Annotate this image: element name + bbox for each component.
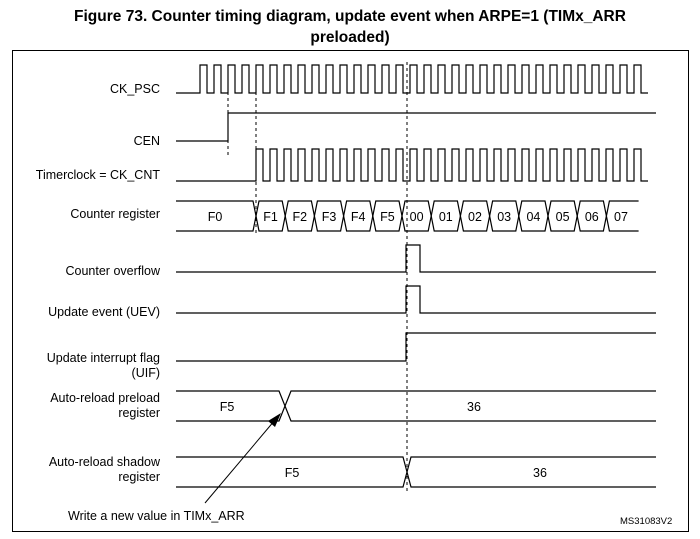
counter-value: 07 (614, 210, 628, 224)
counter-cell (401, 200, 432, 232)
shadow-value-old: F5 (285, 466, 300, 480)
document-reference: MS31083V2 (620, 516, 673, 527)
counter-cell (372, 200, 403, 232)
label-uif-line2: (UIF) (131, 366, 160, 380)
counter-cell (342, 200, 374, 232)
label-arr-shadow-line1: Auto-reload shadow (48, 455, 160, 469)
counter-cell (518, 200, 549, 232)
counter-cell (488, 200, 520, 232)
label-cen: CEN (133, 134, 160, 148)
label-arr-shadow: Auto-reload shadow register (14, 455, 160, 485)
shadow-value-new: 36 (533, 466, 547, 480)
counter-value: 01 (439, 210, 453, 224)
counter-value: F0 (208, 210, 223, 224)
label-uif: Update interrupt flag (UIF) (14, 351, 160, 381)
counter-cell (576, 200, 608, 232)
uif-waveform (176, 332, 656, 362)
diagram-frame (12, 50, 689, 532)
counter-value: F1 (263, 210, 278, 224)
label-counter-register: Counter register (70, 207, 160, 221)
label-arr-preload: Auto-reload preload register (14, 391, 160, 421)
cen-waveform (176, 112, 656, 142)
counter-value: F4 (351, 210, 366, 224)
write-annotation-arrow (204, 413, 281, 504)
counter-value: 04 (526, 210, 540, 224)
counter-value: 02 (468, 210, 482, 224)
label-arr-preload-line1: Auto-reload preload (50, 391, 160, 405)
figure-title-line2: preloaded) (310, 29, 390, 46)
counter-value: 05 (556, 210, 570, 224)
uev-waveform (176, 285, 656, 314)
counter-cell (313, 200, 345, 232)
counter-cell (605, 200, 639, 232)
arr-preload-bus (176, 390, 656, 422)
figure-title: Figure 73. Counter timing diagram, updat… (0, 6, 700, 48)
counter-cell (459, 200, 491, 232)
timerclock-waveform (176, 148, 648, 182)
counter-value: F3 (322, 210, 337, 224)
label-uev: Update event (UEV) (48, 305, 160, 319)
write-annotation: Write a new value in TIMx_ARR (68, 509, 245, 523)
label-timerclock: Timerclock = CK_CNT (35, 168, 160, 182)
label-counter-overflow: Counter overflow (65, 264, 161, 278)
preload-value-new: 36 (467, 400, 481, 414)
counter-register-bus (176, 200, 639, 232)
counter-cell (284, 200, 316, 232)
counter-value: F2 (293, 210, 308, 224)
counter-value: 06 (585, 210, 599, 224)
label-ck-psc: CK_PSC (109, 82, 160, 96)
label-uif-line1: Update interrupt flag (46, 351, 160, 365)
counter-cell (255, 200, 286, 232)
counter-register-values: F0 F1 F2 F3 F4 F5 00 01 02 03 04 05 06 07 (208, 210, 628, 224)
preload-value-old: F5 (220, 400, 235, 414)
counter-overflow-waveform (176, 244, 656, 273)
counter-cell (430, 200, 462, 232)
counter-cell (547, 200, 578, 232)
counter-value: 00 (410, 210, 424, 224)
label-arr-shadow-line2: register (118, 470, 160, 484)
arr-shadow-bus (176, 456, 656, 488)
figure-title-line1: Figure 73. Counter timing diagram, updat… (74, 8, 626, 25)
counter-value: 03 (497, 210, 511, 224)
label-arr-preload-line2: register (118, 406, 160, 420)
counter-value: F5 (380, 210, 395, 224)
ck-psc-waveform (176, 64, 648, 94)
